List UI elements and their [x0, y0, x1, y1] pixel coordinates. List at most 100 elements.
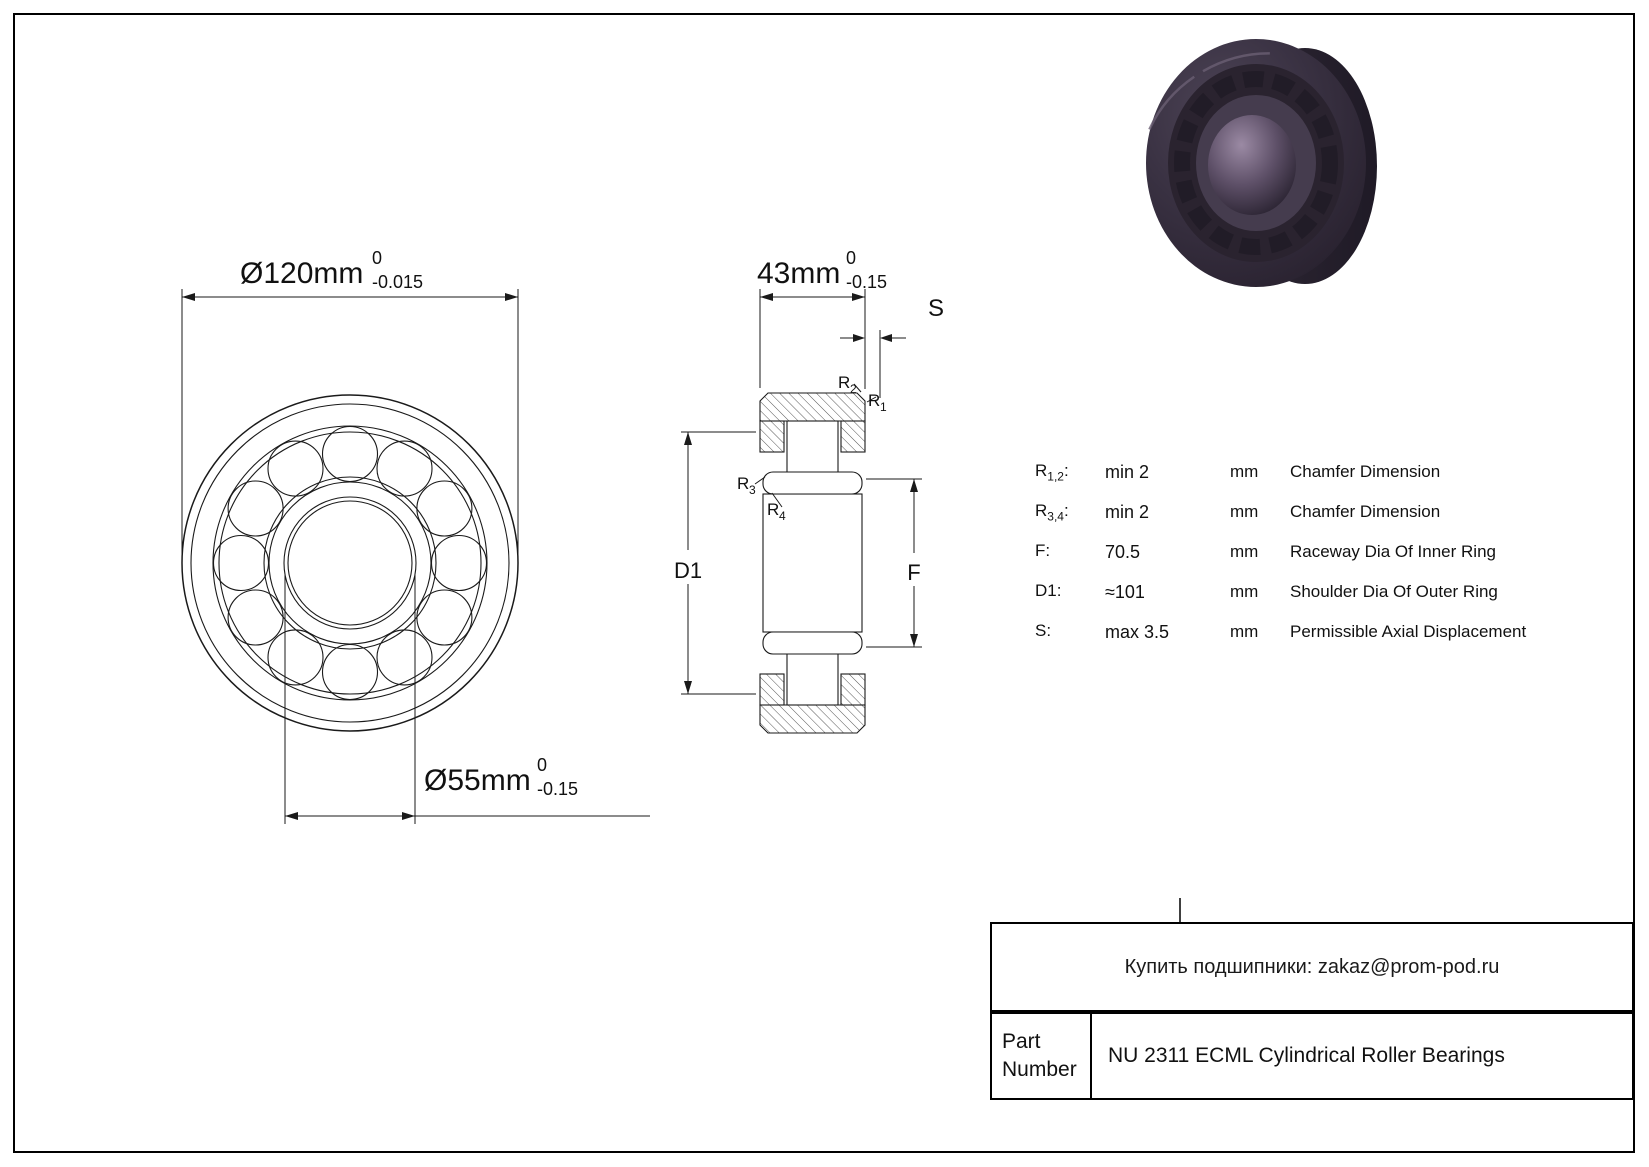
spec-value: 70.5 — [1105, 541, 1141, 562]
dim-outer-tol-lower: -0.015 — [372, 272, 423, 292]
dim-width-text: 43mm — [757, 257, 840, 290]
leader-line-r2 — [853, 383, 862, 393]
outer-ring-flange-top-left — [759, 420, 785, 453]
spec-row: S: max 3.5 mm Permissible Axial Displace… — [1035, 612, 1555, 652]
spec-row: R3,4: min 2 mm Chamfer Dimension — [1035, 492, 1555, 532]
spec-row: F: 70.5 mm Raceway Dia Of Inner Ring — [1035, 532, 1555, 572]
arrowhead — [505, 293, 518, 301]
roller-circle — [430, 534, 488, 592]
outer-ring-flange-top-right — [840, 420, 866, 453]
dim-bore-text: Ø55mm — [424, 764, 531, 797]
outer-raceway-circle — [212, 425, 488, 701]
dim-width-tol-upper: 0 — [846, 248, 856, 268]
bearing-photo-highlight — [1138, 52, 1374, 274]
spec-unit: mm — [1230, 622, 1259, 641]
dim-f — [866, 478, 922, 648]
spec-param: S: — [1035, 620, 1052, 640]
cage-outer-circle — [218, 431, 482, 695]
arrowhead — [853, 334, 865, 342]
label-r3: R — [737, 474, 749, 493]
spec-unit: mm — [1230, 502, 1259, 521]
part-number-label: Part Number — [992, 1014, 1092, 1098]
arrowhead — [684, 432, 692, 445]
part-number-box: Part Number NU 2311 ECML Cylindrical Rol… — [990, 1012, 1634, 1100]
label-d1: D1 — [674, 558, 702, 583]
dim-d1 — [681, 431, 756, 695]
roller-set — [212, 425, 488, 701]
spec-row: D1: ≈101 mm Shoulder Dia Of Outer Ring — [1035, 572, 1555, 612]
roller-circle — [267, 440, 324, 497]
outer-chamfer-circle — [190, 403, 510, 723]
label-r4-sub: 4 — [779, 509, 786, 523]
cage-inner-circle — [263, 476, 437, 650]
front-view — [181, 394, 519, 732]
arrowhead — [760, 293, 773, 301]
outer-ring-flange-bottom-right — [840, 673, 866, 706]
spec-description: Shoulder Dia Of Outer Ring — [1290, 582, 1498, 601]
label-r1: R — [868, 391, 880, 410]
arrowhead — [910, 479, 918, 492]
page-border — [13, 13, 1635, 1153]
spec-param: R3,4: — [1035, 500, 1069, 524]
dim-outer-text: Ø120mm — [240, 257, 363, 290]
spec-description: Permissible Axial Displacement — [1290, 622, 1527, 641]
outer-ring-top — [759, 392, 866, 422]
spec-description: Raceway Dia Of Inner Ring — [1290, 542, 1496, 561]
arrowhead — [402, 812, 415, 820]
roller-circle — [321, 643, 379, 701]
arrowhead — [910, 634, 918, 647]
leader-line-r1 — [866, 396, 877, 403]
dim-bore-diameter — [284, 575, 650, 824]
part-number-value: NU 2311 ECML Cylindrical Roller Bearings — [1108, 1044, 1505, 1067]
spec-param: D1: — [1035, 580, 1062, 600]
inner-ring-bottom — [762, 631, 863, 655]
label-r4: R — [767, 500, 779, 519]
bore-circle — [287, 500, 413, 626]
spec-value: min 2 — [1105, 501, 1150, 522]
dim-s — [840, 330, 906, 398]
inner-ring-bore-body — [762, 493, 863, 633]
leader-line-r3 — [754, 476, 766, 485]
roller-circle — [376, 629, 433, 686]
roller-circle — [376, 440, 433, 497]
roller-circle — [321, 425, 379, 483]
spec-unit: mm — [1230, 582, 1259, 601]
roller-circle — [212, 534, 270, 592]
roller-circle — [416, 480, 473, 537]
spec-description: Chamfer Dimension — [1290, 462, 1441, 481]
bore-chamfer-circle — [283, 496, 417, 630]
arrowhead — [285, 812, 298, 820]
label-r2: R — [838, 373, 850, 392]
leader-line-r4 — [771, 492, 783, 508]
label-r3-sub: 3 — [749, 483, 756, 497]
spec-value: min 2 — [1105, 461, 1150, 482]
spec-value: ≈101 — [1105, 581, 1145, 602]
outer-diameter-circle — [181, 394, 519, 732]
bearing-photo — [1138, 39, 1377, 287]
spec-value: max 3.5 — [1105, 621, 1170, 642]
contact-box: Купить подшипники: zakaz@prom-pod.ru — [990, 922, 1634, 1012]
spec-unit: mm — [1230, 542, 1259, 561]
section-view — [759, 392, 866, 734]
dim-width-tol-lower: -0.15 — [846, 272, 887, 292]
label-r1-sub: 1 — [880, 400, 887, 414]
spec-row: R1,2: min 2 mm Chamfer Dimension — [1035, 452, 1555, 492]
roller-section-top — [786, 420, 839, 481]
outer-ring-bottom — [759, 704, 866, 734]
dim-bore-tol-upper: 0 — [537, 755, 547, 775]
spec-unit: mm — [1230, 462, 1259, 481]
contact-text: Купить подшипники: zakaz@prom-pod.ru — [1124, 955, 1500, 978]
spec-description: Chamfer Dimension — [1290, 502, 1441, 521]
dim-outer-tol-upper: 0 — [372, 248, 382, 268]
label-r2-sub: 2 — [850, 382, 857, 396]
label-s: S — [928, 295, 944, 322]
arrowhead — [182, 293, 195, 301]
roller-circle — [227, 480, 284, 537]
inner-raceway-circle — [268, 481, 432, 645]
arrowhead — [852, 293, 865, 301]
roller-section-bottom — [786, 645, 839, 706]
outer-ring-flange-bottom-left — [759, 673, 785, 706]
arrowhead — [880, 334, 892, 342]
bearing-photo-bore — [1208, 115, 1296, 215]
